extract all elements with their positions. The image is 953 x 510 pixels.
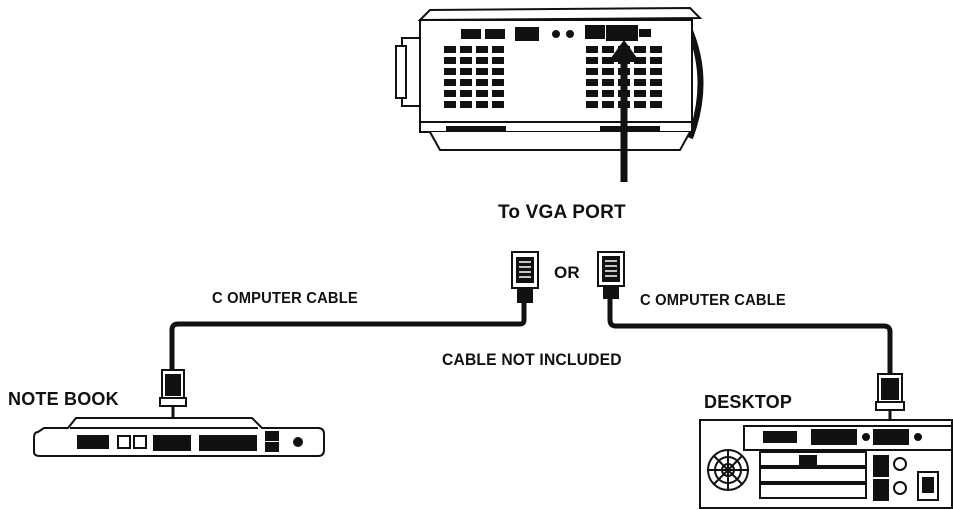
cable-notebook <box>169 302 527 372</box>
desktop-label: DESKTOP <box>704 392 793 412</box>
cable-not-included-label: CABLE NOT INCLUDED <box>442 350 622 369</box>
computer-cable-label-right: C OMPUTER CABLE <box>640 292 786 309</box>
notebook-label: NOTE BOOK <box>8 389 119 409</box>
vga-connector-right <box>597 251 625 299</box>
or-label: OR <box>554 263 580 282</box>
computer-cable-label-left: C OMPUTER CABLE <box>212 290 358 307</box>
laptop-rear-icon <box>33 417 325 457</box>
vga-connector-left <box>511 251 539 303</box>
projector-rear-icon <box>395 6 704 151</box>
desktop-rear-icon <box>699 419 953 509</box>
desktop-fan-icon <box>707 449 749 491</box>
vga-port-arrow <box>608 40 640 182</box>
to-vga-port-label: To VGA PORT <box>498 202 626 223</box>
cable-desktop <box>607 298 893 376</box>
